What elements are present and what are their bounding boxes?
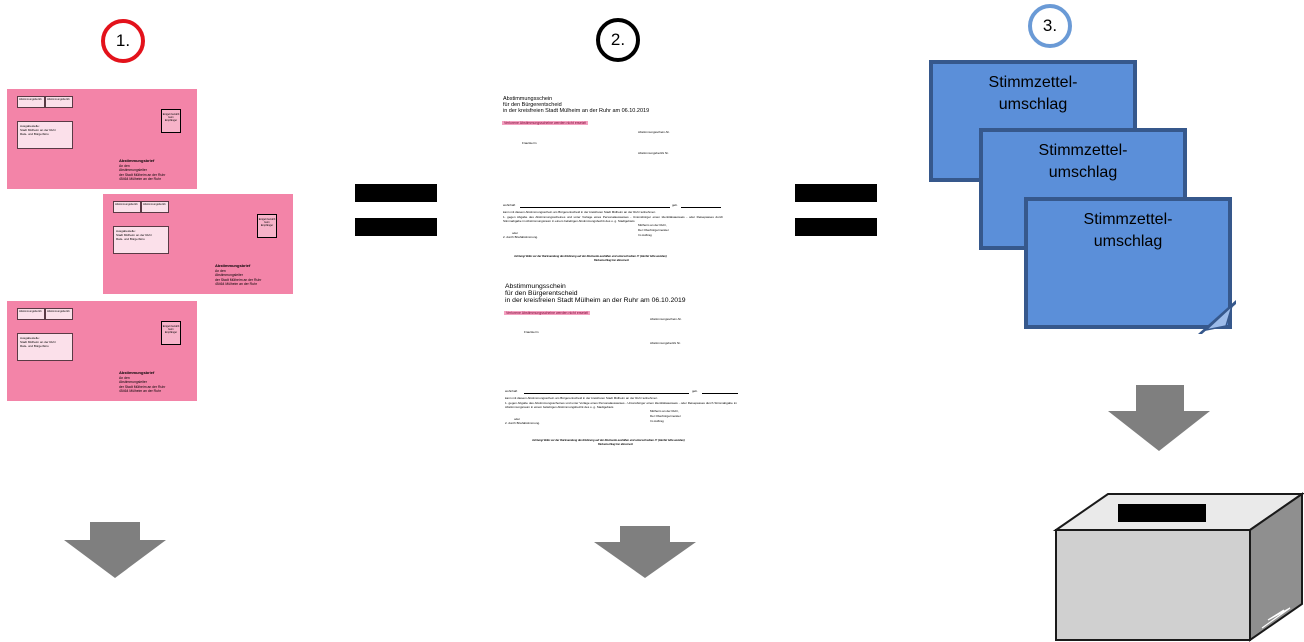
ballot-label-line: Stimmzettel- xyxy=(1038,142,1128,159)
doc-footer-2: Rückumschlag hier abtrennen! xyxy=(594,259,630,262)
envelope-box: Abstimmungsbezirk xyxy=(141,201,169,213)
doc-option-2: 2. durch Briefabstimmung. xyxy=(505,421,541,425)
doc-option-2: 2. durch Briefabstimmung. xyxy=(503,235,539,239)
doc-title-line: für den Bürgerentscheid xyxy=(503,102,562,108)
equals-bar-top xyxy=(795,184,877,202)
doc-title-line: für den Bürgerentscheid xyxy=(505,290,578,297)
ballot-label-line: umschlag xyxy=(1093,233,1163,250)
doc-title-line: Abstimmungsschein xyxy=(505,283,566,290)
voting-envelope-2: Abstimmungsbezirk Abstimmungsbezirk Ausg… xyxy=(103,194,293,294)
down-arrow-2 xyxy=(594,526,696,578)
doc-field-number: Abstimmungsschein-Nr. xyxy=(650,317,682,321)
equals-bar-top xyxy=(355,184,437,202)
envelope-box: Abstimmungsbezirk xyxy=(17,96,45,108)
voting-certificate-lower: Abstimmungsschein für den Bürgerentschei… xyxy=(502,283,742,463)
doc-wohnhaft: wohnhaft xyxy=(503,203,516,207)
voting-envelope-1: Abstimmungsbezirk Abstimmungsbezirk Ausg… xyxy=(7,89,197,189)
doc-title-line: Abstimmungsschein xyxy=(503,96,553,102)
doc-intro: kann mit diesem Abstimmungsschein am Bür… xyxy=(503,210,656,214)
doc-underline xyxy=(681,207,721,208)
doc-oder: oder xyxy=(512,231,519,235)
doc-title-line: in der kreisfreien Stadt Mülheim an der … xyxy=(503,108,650,114)
envelope-fold-corner xyxy=(1198,300,1236,334)
doc-intro: kann mit diesem Abstimmungsschein am Bür… xyxy=(505,396,658,400)
envelope-box: Abstimmungsbezirk xyxy=(45,308,73,320)
ballot-box xyxy=(1052,492,1304,642)
envelope-box: Abstimmungsbezirk xyxy=(45,96,73,108)
step-1-marker: 1. xyxy=(101,19,145,63)
doc-signature-3: Im Auftrag xyxy=(638,233,652,237)
doc-signature-2: Der Oberbürgermeister xyxy=(650,414,681,418)
doc-addressee: Frau/Herrn xyxy=(522,141,537,145)
step-3-label: 3. xyxy=(1042,16,1058,35)
doc-title-line: in der kreisfreien Stadt Mülheim an der … xyxy=(505,297,686,304)
doc-geb: geb. xyxy=(692,389,698,393)
postage-stamp: Entgelt bezahlt beim Empfänger xyxy=(257,214,277,238)
doc-underline xyxy=(702,393,738,394)
doc-field-number: Abstimmungsschein-Nr. xyxy=(638,130,670,134)
ballot-label-line: Stimmzettel- xyxy=(988,74,1078,91)
doc-footer: Achtung! Bitte vor der Rücksendung die E… xyxy=(532,439,685,442)
doc-addressee: Frau/Herrn xyxy=(524,330,539,334)
doc-signature-3: Im Auftrag xyxy=(650,419,664,423)
doc-signature-1: Mülheim an der Ruhr, xyxy=(650,409,679,413)
doc-geb: geb. xyxy=(672,203,678,207)
ballot-label-line: Stimmzettel- xyxy=(1083,211,1173,228)
doc-option-1: 1. gegen Abgabe des Abstimmungsscheines … xyxy=(505,401,737,409)
step-2-marker: 2. xyxy=(596,18,640,62)
doc-underline xyxy=(520,207,670,208)
doc-underline xyxy=(524,393,689,394)
doc-signature-1: Mülheim an der Ruhr, xyxy=(638,223,667,227)
doc-footer: Achtung! Bitte vor der Rücksendung die E… xyxy=(514,255,667,258)
envelope-box: Abstimmungsbezirk xyxy=(113,201,141,213)
down-arrow-3 xyxy=(1108,385,1210,451)
step-1-label: 1. xyxy=(115,31,131,50)
doc-field-district: Abstimmungsbezirk Nr. xyxy=(638,151,669,155)
postage-stamp: Entgelt bezahlt beim Empfänger xyxy=(161,321,181,345)
voting-certificate-upper: Abstimmungsschein für den Bürgerentschei… xyxy=(500,92,730,272)
step-2-label: 2. xyxy=(610,30,626,49)
doc-warning: Verlorene Abstimmungsscheine werden nich… xyxy=(504,311,591,315)
ballot-label-line: umschlag xyxy=(1048,164,1118,181)
down-arrow-1 xyxy=(64,522,166,578)
postage-stamp: Entgelt bezahlt beim Empfänger xyxy=(161,109,181,133)
doc-warning: Verlorene Abstimmungsscheine werden nich… xyxy=(502,121,589,125)
equals-bar-bottom xyxy=(795,218,877,236)
doc-signature-2: Der Oberbürgermeister xyxy=(638,228,669,232)
equals-bar-bottom xyxy=(355,218,437,236)
voting-envelope-3: Abstimmungsbezirk Abstimmungsbezirk Ausg… xyxy=(7,301,197,401)
doc-option-1: 1. gegen Abgabe des Abstimmungsscheines … xyxy=(503,215,723,223)
step-3-marker: 3. xyxy=(1028,4,1072,48)
envelope-box: Abstimmungsbezirk xyxy=(17,308,45,320)
doc-field-district: Abstimmungsbezirk Nr. xyxy=(650,341,681,345)
ballot-envelope-3: Stimmzettel-umschlag xyxy=(1024,197,1232,329)
doc-oder: oder xyxy=(514,417,521,421)
doc-footer-2: Rückumschlag hier abtrennen! xyxy=(598,443,634,446)
doc-wohnhaft: wohnhaft xyxy=(505,389,518,393)
ballot-label-line: umschlag xyxy=(998,96,1068,113)
